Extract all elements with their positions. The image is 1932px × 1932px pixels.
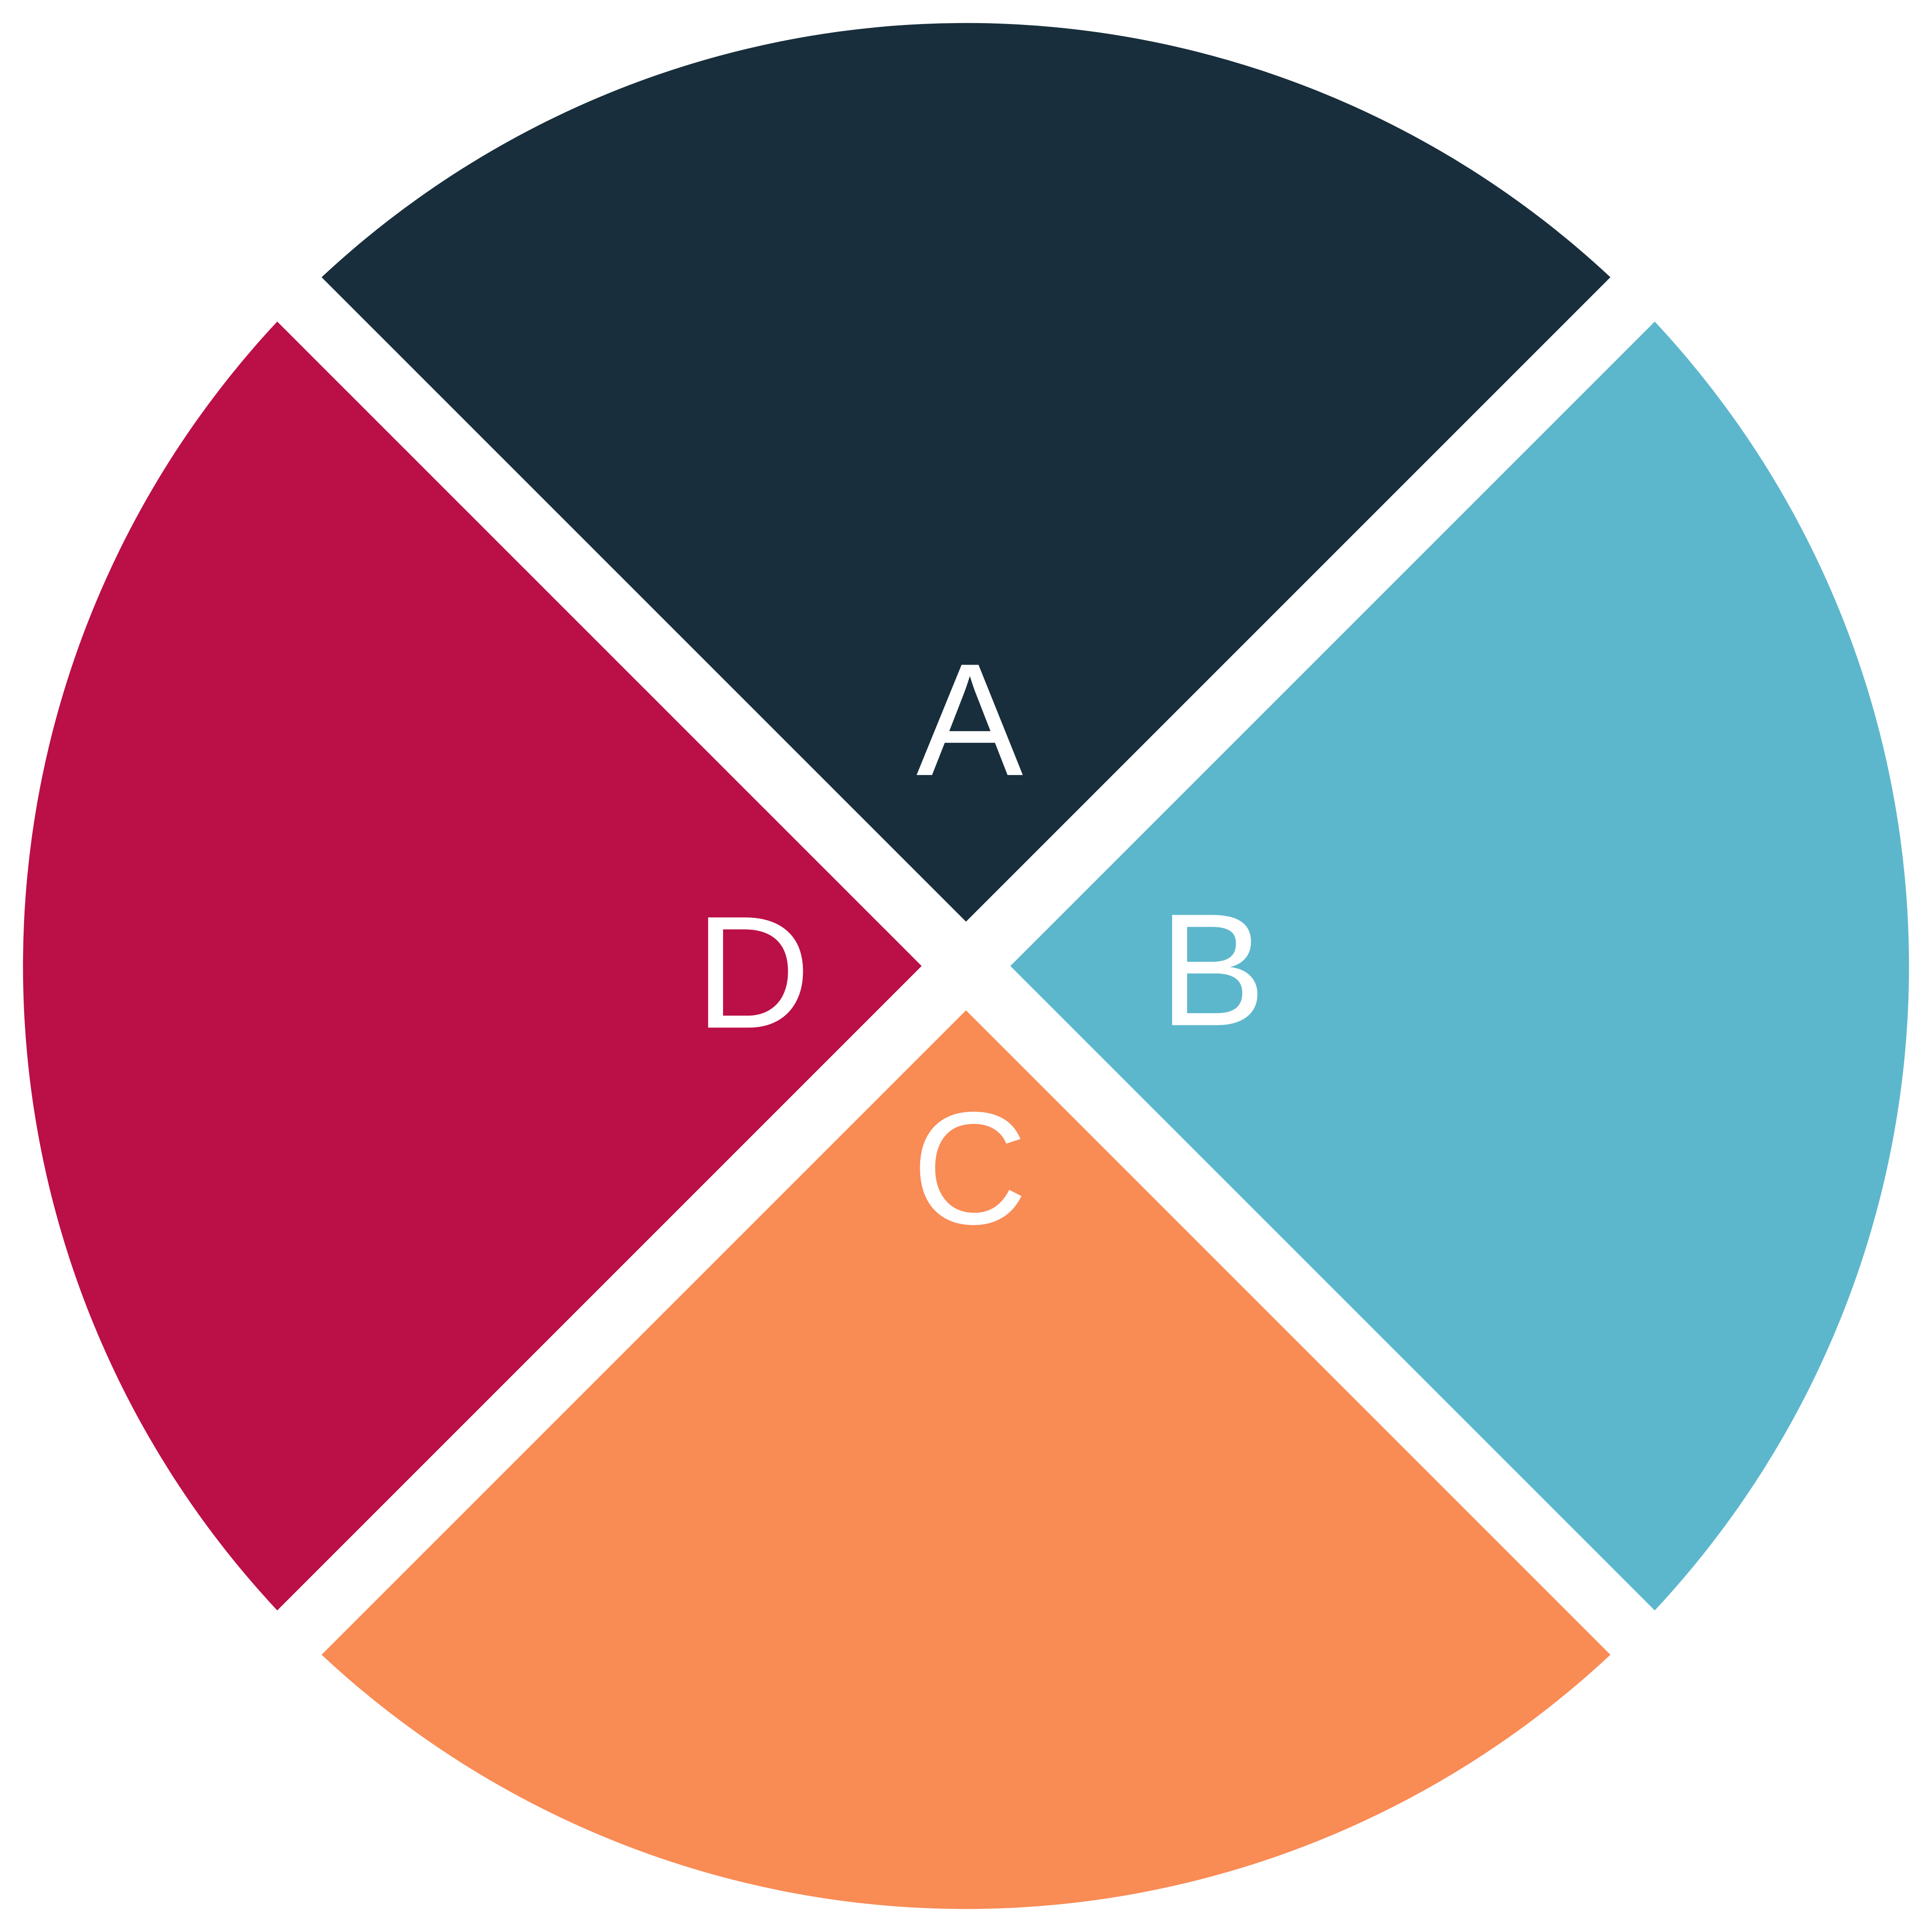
segment-a	[321, 23, 1611, 922]
segment-b	[1010, 321, 1909, 1611]
segment-c	[321, 1010, 1611, 1909]
segment-a-label: A	[916, 630, 1024, 809]
segment-d-label: D	[695, 883, 810, 1062]
segment-b-label: B	[1159, 880, 1266, 1059]
segment-c-label: C	[912, 1079, 1027, 1257]
segment-d	[23, 321, 922, 1611]
